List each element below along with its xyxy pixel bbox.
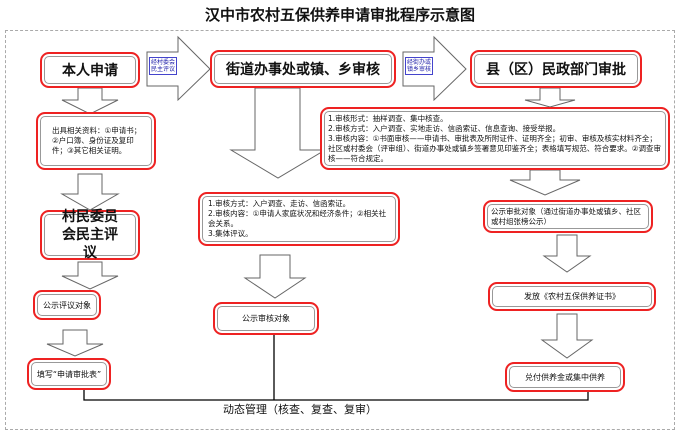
down-arrow (509, 169, 581, 196)
dynamic-management-lines (83, 335, 589, 401)
villager-committee-review: 村民委员会民主评议 (40, 209, 140, 261)
approval-line: 3.审核内容：①书面审核——申请书、审批表及所附证件、证明齐全；初审、审核及核实… (328, 133, 661, 163)
publicize-review-targets: 公示评议对象 (33, 290, 101, 320)
county-approval-details: 1.审核形式：抽样调查、集中核查。 2.审核方式：入户调查、实地走访、信函索证、… (320, 107, 670, 170)
fill-application-form: 填写“申请审批表” (27, 358, 111, 390)
materials-box: 出具相关资料：①申请书；②户口簿、身份证及复印件；③其它相关证明。 (36, 112, 156, 170)
review-line: 3.集体评议。 (208, 229, 253, 238)
arrow-label-town-review: 经街办或镇乡审核 (405, 57, 433, 75)
publicize-approval-targets: 公示审批对象（通过街道办事处或镇乡、社区或村组张榜公示） (483, 200, 653, 233)
step-personal-application: 本人申请 (40, 52, 140, 88)
approval-line: 1.审核形式：抽样调查、集中核查。 (328, 113, 448, 123)
down-arrow (540, 313, 594, 359)
right-arrow-1 (146, 35, 211, 102)
diagram-title: 汉中市农村五保供养申请审批程序示意图 (204, 6, 475, 24)
dynamic-management-label: 动态管理（核查、复查、复审） (223, 403, 377, 416)
approval-line: 2.审核方式：入户调查、实地走访、信函索证、信息查询、接受举报。 (328, 123, 561, 133)
publicize-audit-targets: 公示审核对象 (213, 302, 319, 335)
town-review-details: 1.审核方式：入户调查、走访、信函索证。 2.审核内容：①申请人家庭状况和经济条… (198, 192, 400, 246)
diagram-frame (5, 30, 675, 430)
down-arrow (243, 254, 307, 299)
pay-support-funds: 兑付供养金或集中供养 (505, 362, 625, 392)
step-county-approval: 县（区）民政部门审批 (470, 50, 642, 88)
arrow-label-village-review: 经村委会民主评议 (149, 57, 177, 75)
right-arrow-2 (402, 35, 467, 102)
down-arrow (60, 173, 120, 211)
review-line: 2.审核内容：①申请人家庭状况和经济条件；②相关社会关系。 (208, 209, 387, 228)
down-arrow (229, 87, 327, 179)
down-arrow (61, 261, 119, 290)
down-arrow (542, 234, 592, 273)
down-arrow (46, 329, 104, 357)
down-arrow (61, 87, 119, 115)
step-town-review: 街道办事处或镇、乡审核 (210, 50, 396, 88)
review-line: 1.审核方式：入户调查、走访、信函索证。 (208, 199, 351, 208)
down-arrow (524, 87, 576, 108)
issue-certificate: 发放《农村五保供养证书》 (488, 282, 656, 311)
